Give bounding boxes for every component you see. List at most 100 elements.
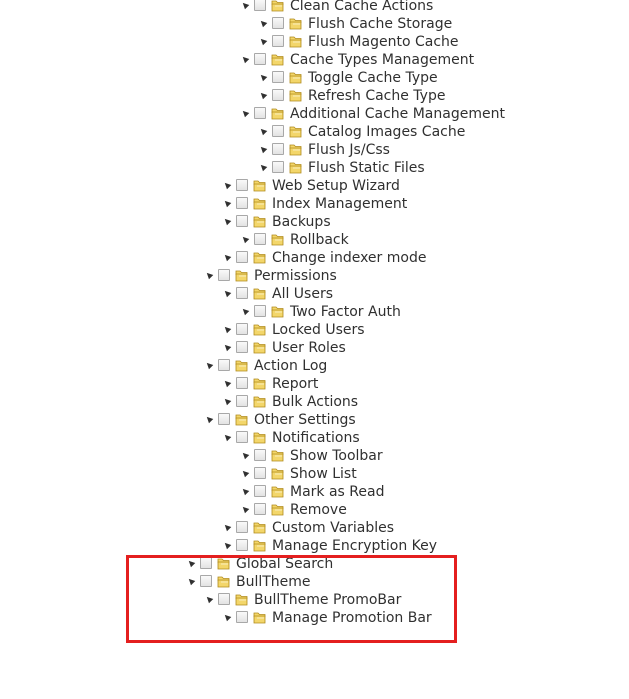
checkbox-icon[interactable] [218,269,230,281]
checkbox-icon[interactable] [272,17,284,29]
checkbox-icon[interactable] [236,611,248,623]
expand-arrow-icon[interactable]: ▲ [221,341,233,353]
expand-arrow-icon[interactable]: ▲ [185,557,197,569]
tree-node-label[interactable]: Toggle Cache Type [308,70,438,86]
checkbox-icon[interactable] [236,431,248,443]
expand-arrow-icon[interactable]: ▲ [239,233,251,245]
tree-node-label[interactable]: Manage Encryption Key [272,538,438,554]
checkbox-icon[interactable] [218,359,230,371]
checkbox-icon[interactable] [254,503,266,515]
expand-arrow-icon[interactable]: ▲ [185,575,197,587]
expand-arrow-icon[interactable]: ▲ [257,125,269,137]
checkbox-icon[interactable] [236,323,248,335]
expand-arrow-icon[interactable]: ▲ [221,179,233,191]
tree-node-label[interactable]: Show Toolbar [290,448,383,464]
expand-arrow-icon[interactable]: ▲ [239,449,251,461]
checkbox-icon[interactable] [218,413,230,425]
expand-arrow-icon[interactable]: ▲ [239,305,251,317]
expand-arrow-icon[interactable]: ▲ [221,287,233,299]
expand-arrow-icon[interactable]: ▲ [239,0,251,11]
checkbox-icon[interactable] [254,107,266,119]
expand-arrow-icon[interactable]: ▲ [221,611,233,623]
tree-node-label[interactable]: Change indexer mode [272,250,427,266]
tree-node-label[interactable]: Mark as Read [290,484,385,500]
checkbox-icon[interactable] [272,125,284,137]
tree-node-label[interactable]: Flush Static Files [308,160,425,176]
expand-arrow-icon[interactable]: ▲ [257,89,269,101]
tree-node-label[interactable]: Permissions [254,268,337,284]
tree-node-label[interactable]: Flush Cache Storage [308,16,453,32]
tree-node-label[interactable]: Flush Js/Css [308,142,390,158]
tree-node-label[interactable]: Index Management [272,196,408,212]
expand-arrow-icon[interactable]: ▲ [221,323,233,335]
tree-node-label[interactable]: Refresh Cache Type [308,88,446,104]
tree-node-label[interactable]: Flush Magento Cache [308,34,459,50]
tree-node-label[interactable]: All Users [272,286,334,302]
checkbox-icon[interactable] [200,575,212,587]
checkbox-icon[interactable] [236,341,248,353]
tree-node-label[interactable]: Manage Promotion Bar [272,610,432,626]
tree-node-label[interactable]: Notifications [272,430,360,446]
tree-node-label[interactable]: Locked Users [272,322,365,338]
checkbox-icon[interactable] [236,197,248,209]
tree-node-label[interactable]: Backups [272,214,331,230]
tree-node-label[interactable]: Show List [290,466,357,482]
expand-arrow-icon[interactable]: ▲ [257,35,269,47]
expand-arrow-icon[interactable]: ▲ [203,359,215,371]
tree-node-label[interactable]: User Roles [272,340,346,356]
tree-node-label[interactable]: Report [272,376,319,392]
expand-arrow-icon[interactable]: ▲ [221,395,233,407]
expand-arrow-icon[interactable]: ▲ [239,485,251,497]
expand-arrow-icon[interactable]: ▲ [257,71,269,83]
expand-arrow-icon[interactable]: ▲ [257,17,269,29]
tree-node-label[interactable]: Bulk Actions [272,394,359,410]
checkbox-icon[interactable] [254,233,266,245]
checkbox-icon[interactable] [236,521,248,533]
expand-arrow-icon[interactable]: ▲ [221,521,233,533]
checkbox-icon[interactable] [254,467,266,479]
checkbox-icon[interactable] [272,89,284,101]
checkbox-icon[interactable] [236,539,248,551]
tree-node-label[interactable]: Remove [290,502,347,518]
tree-node-label[interactable]: Two Factor Auth [290,304,401,320]
checkbox-icon[interactable] [272,143,284,155]
checkbox-icon[interactable] [254,449,266,461]
expand-arrow-icon[interactable]: ▲ [221,215,233,227]
expand-arrow-icon[interactable]: ▲ [239,503,251,515]
checkbox-icon[interactable] [236,377,248,389]
checkbox-icon[interactable] [254,485,266,497]
expand-arrow-icon[interactable]: ▲ [221,377,233,389]
checkbox-icon[interactable] [218,593,230,605]
checkbox-icon[interactable] [254,53,266,65]
expand-arrow-icon[interactable]: ▲ [203,413,215,425]
checkbox-icon[interactable] [254,0,266,11]
checkbox-icon[interactable] [236,395,248,407]
checkbox-icon[interactable] [254,305,266,317]
expand-arrow-icon[interactable]: ▲ [239,467,251,479]
tree-node-label[interactable]: Catalog Images Cache [308,124,466,140]
expand-arrow-icon[interactable]: ▲ [257,143,269,155]
tree-node-label[interactable]: Rollback [290,232,349,248]
tree-node-label[interactable]: Additional Cache Management [290,106,505,122]
checkbox-icon[interactable] [236,287,248,299]
expand-arrow-icon[interactable]: ▲ [203,593,215,605]
expand-arrow-icon[interactable]: ▲ [221,539,233,551]
expand-arrow-icon[interactable]: ▲ [221,197,233,209]
tree-node-label[interactable]: BullTheme [236,574,311,590]
tree-node-label[interactable]: Clean Cache Actions [290,0,434,14]
checkbox-icon[interactable] [272,71,284,83]
checkbox-icon[interactable] [200,557,212,569]
expand-arrow-icon[interactable]: ▲ [221,251,233,263]
tree-node-label[interactable]: Other Settings [254,412,356,428]
tree-node-label[interactable]: Cache Types Management [290,52,475,68]
expand-arrow-icon[interactable]: ▲ [221,431,233,443]
checkbox-icon[interactable] [236,215,248,227]
checkbox-icon[interactable] [236,179,248,191]
expand-arrow-icon[interactable]: ▲ [257,161,269,173]
tree-node-label[interactable]: Web Setup Wizard [272,178,400,194]
tree-node-label[interactable]: Custom Variables [272,520,395,536]
checkbox-icon[interactable] [272,35,284,47]
tree-node-label[interactable]: Global Search [236,556,334,572]
expand-arrow-icon[interactable]: ▲ [239,53,251,65]
tree-node-label[interactable]: BullTheme PromoBar [254,592,402,608]
